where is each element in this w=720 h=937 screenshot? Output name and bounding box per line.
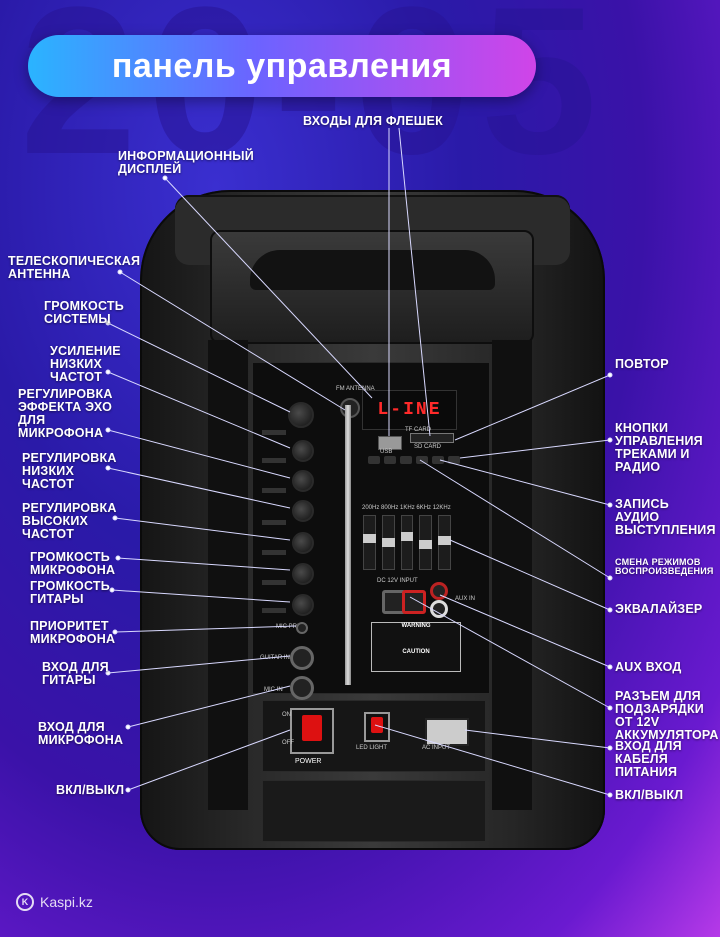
background-model-text: 20-05 [20, 0, 608, 198]
knob-label [262, 550, 286, 555]
low-freq-knob[interactable] [292, 500, 314, 522]
eq-slider[interactable] [363, 515, 376, 570]
right-rail [492, 340, 532, 810]
label-guitar-input: ВХОД ДЛЯ ГИТАРЫ [42, 660, 109, 688]
kaspi-text: Kaspi.kz [40, 894, 93, 910]
label-charging: РАЗЪЕМ ДЛЯ ПОДЗАРЯДКИ ОТ 12V АККУМУЛЯТОР… [615, 689, 719, 743]
page-title: панель управления [111, 46, 453, 85]
warning-sticker: WARNING CAUTION [371, 622, 461, 672]
knob-label [262, 430, 286, 435]
eq-slider[interactable] [419, 515, 433, 570]
guitar-volume-knob[interactable] [292, 594, 314, 616]
kaspi-watermark: K Kaspi.kz [16, 893, 93, 911]
power-switch[interactable] [290, 708, 334, 754]
knob-label [262, 580, 286, 585]
title-banner: панель управления [28, 35, 536, 97]
label-mic-volume: ГРОМКОСТЬ МИКРОФОНА [30, 550, 116, 578]
label-system-volume: ГРОМКОСТЬ СИСТЕМЫ [44, 299, 124, 327]
label-track-buttons: КНОПКИ УПРАВЛЕНИЯ ТРЕКАМИ И РАДИО [615, 421, 703, 475]
guitar-input-jack[interactable] [290, 646, 314, 670]
label-low-freq: РЕГУЛИРОВКА НИЗКИХ ЧАСТОТ [22, 451, 117, 492]
label-echo: РЕГУЛИРОВКА ЭФФЕКТА ЭХО ДЛЯ МИКРОФОНА [18, 387, 113, 441]
warning-title: WARNING [401, 623, 431, 629]
mic-priority-button[interactable] [296, 622, 308, 634]
label-mic-priority: ПРИОРИТЕТ МИКРОФОНА [30, 619, 116, 647]
label-power-left: ВКЛ/ВЫКЛ [56, 783, 125, 797]
mic-input-jack[interactable] [290, 676, 314, 700]
info-display: L-INE [362, 390, 457, 430]
knob-label [262, 608, 286, 613]
knob-label [262, 458, 286, 463]
off-label: OFF [282, 740, 294, 746]
echo-knob[interactable] [292, 470, 314, 492]
label-bass-boost: УСИЛЕНИЕ НИЗКИХ ЧАСТОТ [50, 344, 121, 385]
label-antenna: ТЕЛЕСКОПИЧЕСКАЯ АНТЕННА [8, 254, 141, 282]
mic-in-label: MIC IN [264, 687, 283, 693]
bass-boost-knob[interactable] [292, 440, 314, 462]
kaspi-logo-icon: K [16, 893, 34, 911]
knob-label [262, 488, 286, 493]
ac-power-socket[interactable] [425, 718, 469, 746]
label-high-freq: РЕГУЛИРОВКА ВЫСОКИХ ЧАСТОТ [22, 501, 117, 542]
dc-input-label: DC 12V INPUT [377, 578, 418, 584]
left-rail [208, 340, 248, 810]
led-light-label: LED LIGHT [356, 745, 388, 751]
high-freq-knob[interactable] [292, 532, 314, 554]
guitar-in-label: GUITAR IN [260, 655, 290, 661]
power-label: POWER [295, 758, 322, 765]
sd-card-slot[interactable] [410, 433, 454, 443]
eq-slider[interactable] [438, 515, 451, 570]
knob-label [262, 520, 286, 525]
label-guitar-volume: ГРОМКОСТЬ ГИТАРЫ [30, 579, 110, 607]
label-mode: СМЕНА РЕЖИМОВ ВОСПРОИЗВЕДЕНИЯ [615, 557, 714, 577]
label-power-cable: ВХОД ДЛЯ КАБЕЛЯ ПИТАНИЯ [615, 739, 682, 780]
aux-jack-red[interactable] [430, 582, 448, 600]
sd-card-label: SD CARD [414, 444, 442, 450]
led-switch[interactable] [364, 712, 390, 742]
dc-12v-terminal[interactable] [402, 590, 426, 614]
system-volume-knob[interactable] [288, 402, 314, 428]
label-repeat: ПОВТОР [615, 357, 669, 371]
telescopic-antenna [345, 405, 351, 685]
speaker-base [262, 780, 486, 842]
mic-volume-knob[interactable] [292, 563, 314, 585]
aux-in-label: AUX IN [455, 596, 476, 602]
usb-port[interactable] [378, 436, 402, 450]
label-record: ЗАПИСЬ АУДИО ВЫСТУПЛЕНИЯ [615, 497, 716, 538]
label-aux: AUX ВХОД [615, 660, 682, 674]
aux-jack-white[interactable] [430, 600, 448, 618]
usb-label: USB [380, 449, 393, 455]
on-label: ON [282, 712, 291, 718]
eq-slider[interactable] [400, 515, 414, 570]
eq-slider[interactable] [381, 515, 395, 570]
label-usb-inputs: ВХОДЫ ДЛЯ ФЛЕШЕК [303, 114, 443, 128]
handle-grip [250, 250, 495, 290]
caution-title: CAUTION [402, 649, 430, 655]
equalizer[interactable] [363, 515, 451, 570]
label-mic-input: ВХОД ДЛЯ МИКРОФОНА [38, 720, 124, 748]
eq-bands-label: 200Hz 800Hz 1KHz 6KHz 12KHz [362, 505, 451, 511]
label-equalizer: ЭКВАЛАЙЗЕР [615, 602, 703, 616]
label-info-display: ИНФОРМАЦИОННЫЙ ДИСПЛЕЙ [118, 149, 254, 177]
ac-input-label: AC INPUT [422, 745, 451, 751]
track-buttons[interactable] [368, 456, 460, 464]
label-power-right: ВКЛ/ВЫКЛ [615, 788, 684, 802]
